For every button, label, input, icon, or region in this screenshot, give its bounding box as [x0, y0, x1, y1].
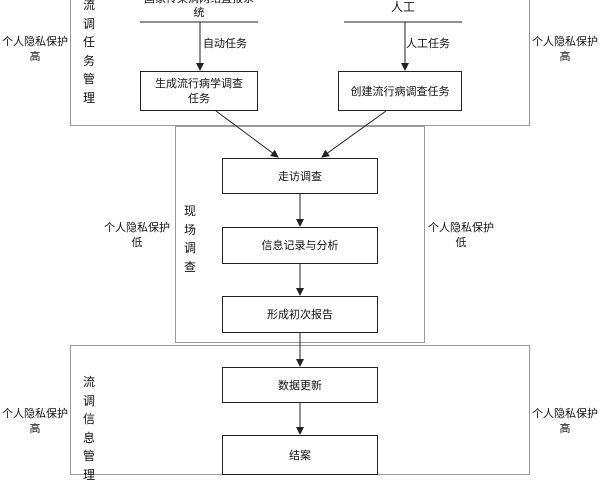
edge-label-auto-task: 自动任务	[203, 37, 247, 50]
box-close: 结案	[222, 435, 378, 475]
box-report-text: 形成初次报告	[267, 308, 333, 321]
arrow-generate-to-visit	[215, 110, 279, 158]
box-update: 数据更新	[222, 367, 378, 403]
privacy-label-field-right: 个人隐私保护低	[428, 221, 494, 249]
privacy-label-info-right: 个人隐私保护高	[532, 407, 598, 435]
box-visit-text: 走访调查	[278, 169, 322, 183]
box-create-task: 创建流行病调查任务	[338, 71, 462, 111]
task-management-group	[70, 0, 530, 126]
box-generate-task: 生成流行病学调查任务	[140, 71, 258, 111]
box-create-task-text: 创建流行病调查任务	[350, 84, 450, 98]
section-label-field-investigation: 现场调查	[183, 204, 196, 274]
box-record: 信息记录与分析	[222, 227, 378, 264]
privacy-label-task-right: 个人隐私保护高	[532, 35, 598, 63]
box-generate-task-text: 生成流行病学调查任务	[155, 77, 243, 105]
box-record-text: 信息记录与分析	[261, 239, 339, 252]
privacy-label-field-left: 个人隐私保护低	[104, 221, 170, 249]
privacy-label-task-left: 个人隐私保护高	[2, 35, 68, 63]
connectors-layer	[140, 21, 462, 435]
box-close-text: 结案	[289, 448, 311, 462]
edge-label-manual-task: 人工任务	[406, 37, 450, 50]
arrow-create-to-visit	[321, 110, 387, 158]
section-label-info-management: 流调信息管理	[82, 375, 95, 482]
source-system-label: 国家传染病网络直报系统	[144, 0, 254, 19]
box-visit: 走访调查	[222, 158, 378, 194]
source-manual-label: 人工	[390, 0, 415, 14]
privacy-label-info-left: 个人隐私保护高	[2, 407, 68, 435]
box-update-text: 数据更新	[278, 378, 322, 392]
box-report: 形成初次报告	[222, 296, 378, 333]
section-label-task-management: 流调任务管理	[82, 0, 95, 105]
